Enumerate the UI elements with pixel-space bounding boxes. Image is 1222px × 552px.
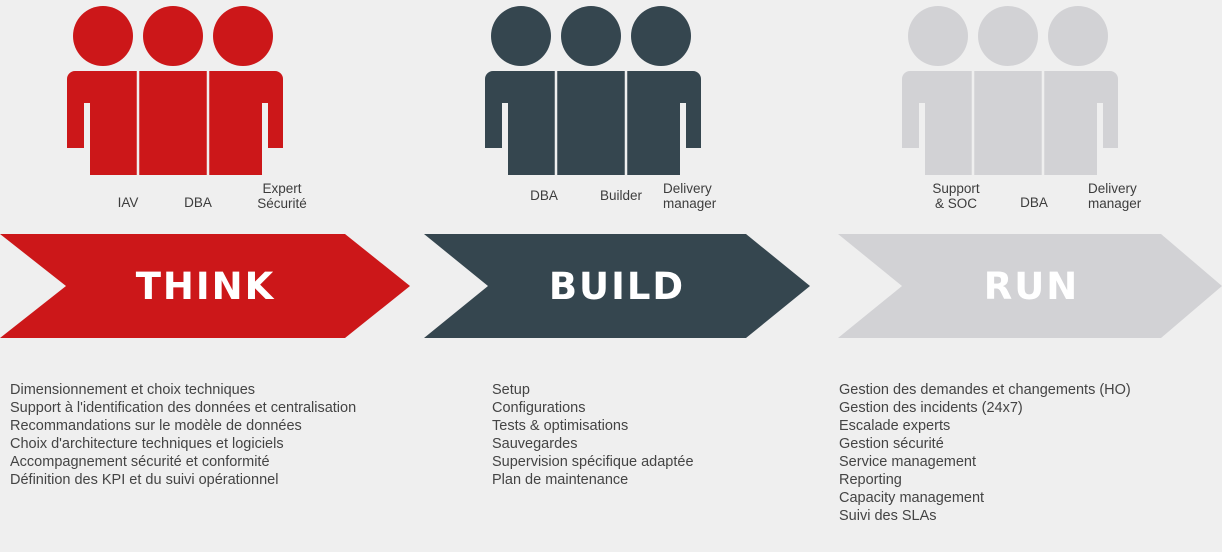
role-label: IAV	[117, 195, 139, 210]
role-label: Delivery manager	[1088, 181, 1142, 211]
list-item: Escalade experts	[839, 418, 951, 434]
person-icon	[978, 6, 1038, 66]
phase-title-build: BUILD	[548, 264, 686, 308]
role-label: Expert Sécurité	[257, 181, 307, 211]
list-item: Tests & optimisations	[492, 418, 629, 434]
list-item: Recommandations sur le modèle de données	[10, 418, 302, 434]
list-item: Accompagnement sécurité et conformité	[10, 454, 270, 470]
role-label: DBA	[530, 188, 558, 203]
list-item: Service management	[839, 454, 977, 470]
think-task-list: Dimensionnement et choix techniques Supp…	[10, 381, 356, 489]
list-item: Supervision spécifique adaptée	[492, 454, 694, 470]
role-label: DBA	[184, 195, 212, 210]
list-item: Capacity management	[839, 490, 985, 506]
run-chevron	[838, 234, 1222, 338]
list-item: Suivi des SLAs	[839, 508, 937, 524]
list-item: Sauvegardes	[492, 436, 578, 452]
list-item: Support à l'identification des données e…	[10, 400, 357, 416]
run-task-list: Gestion des demandes et changements (HO)…	[839, 381, 1131, 525]
person-icon	[491, 6, 551, 66]
list-item: Définition des KPI et du suivi opération…	[10, 472, 279, 488]
phase-title-run: RUN	[983, 264, 1080, 308]
list-item: Setup	[492, 382, 530, 398]
build-chevron	[424, 234, 810, 338]
role-label: Delivery manager	[663, 181, 717, 211]
role-label: DBA	[1020, 195, 1048, 210]
role-label: Support & SOC	[932, 181, 980, 211]
list-item: Reporting	[839, 472, 902, 488]
phase-title-think: THINK	[135, 264, 276, 308]
think-chevron	[0, 234, 410, 338]
run-team-icon	[902, 6, 1118, 175]
list-item: Gestion des incidents (24x7)	[839, 400, 1023, 416]
role-label: Builder	[599, 188, 643, 203]
list-item: Gestion des demandes et changements (HO)	[839, 382, 1131, 398]
person-icon	[561, 6, 621, 66]
person-icon	[73, 6, 133, 66]
person-icon	[1048, 6, 1108, 66]
list-item: Choix d'architecture techniques et logic…	[10, 436, 284, 452]
list-item: Plan de maintenance	[492, 472, 629, 488]
person-icon	[908, 6, 968, 66]
think-team-icon	[67, 6, 283, 175]
person-icon	[213, 6, 273, 66]
list-item: Dimensionnement et choix techniques	[10, 382, 256, 398]
build-task-list: Setup Configurations Tests & optimisatio…	[492, 381, 694, 489]
list-item: Configurations	[492, 400, 586, 416]
build-team-icon	[485, 6, 701, 175]
list-item: Gestion sécurité	[839, 436, 944, 452]
person-icon	[143, 6, 203, 66]
person-icon	[631, 6, 691, 66]
